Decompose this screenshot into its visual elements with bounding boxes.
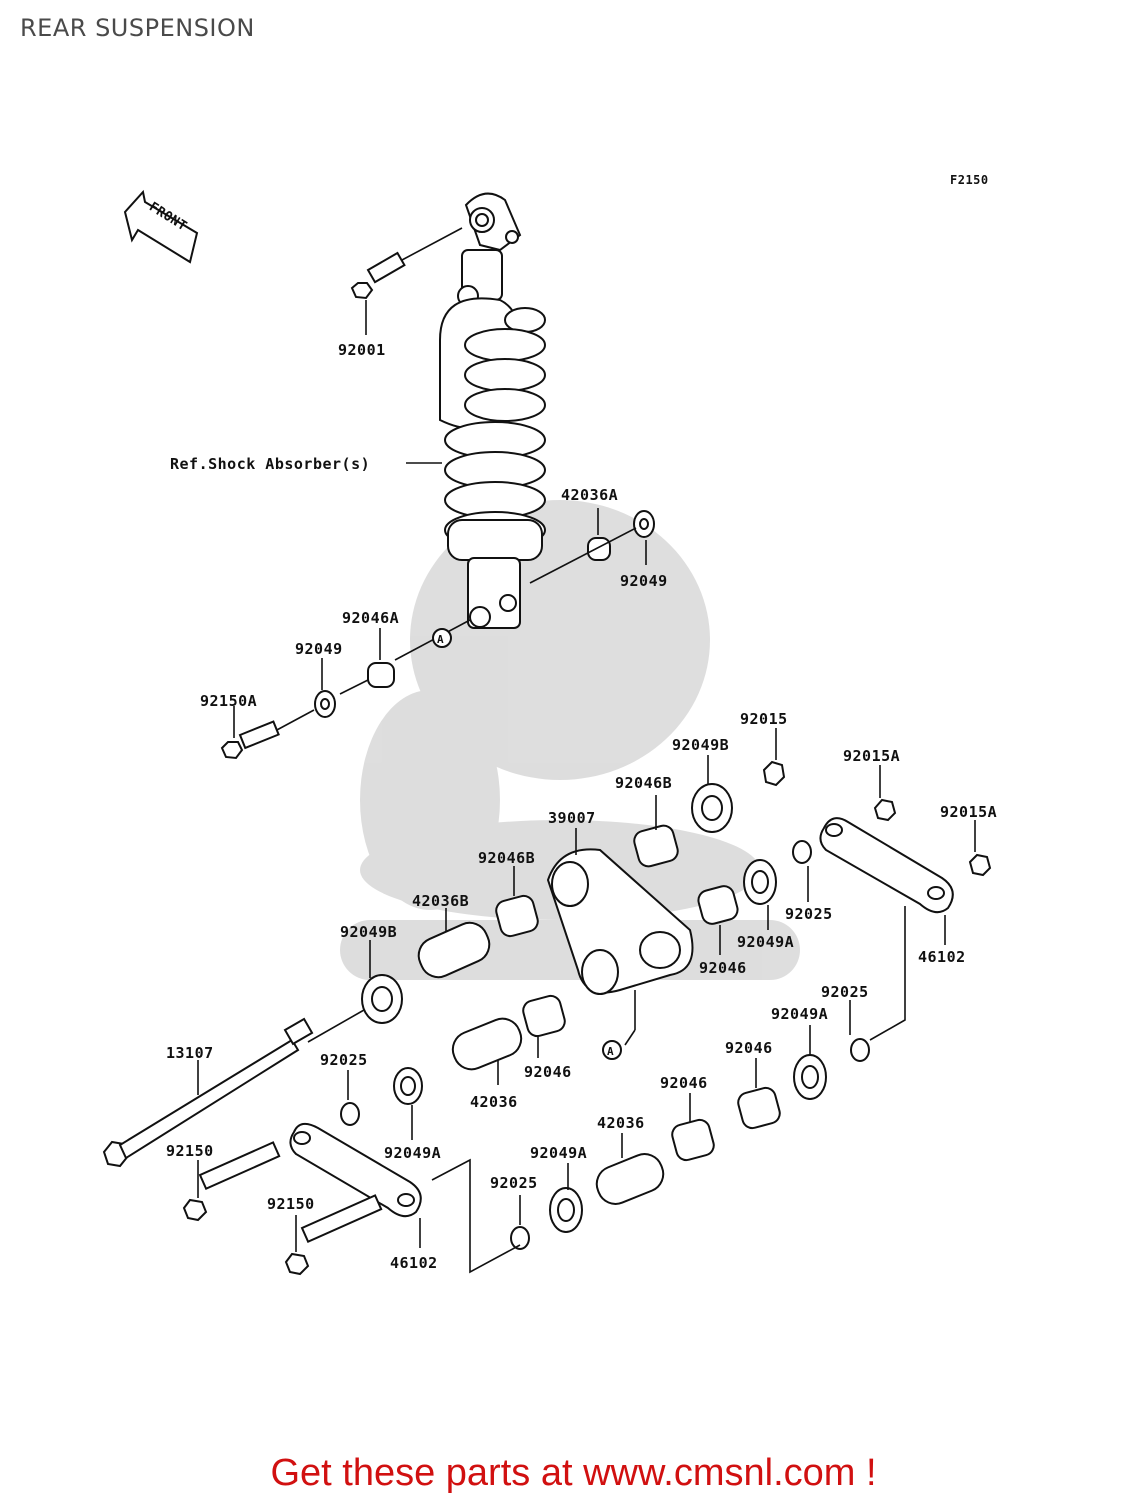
callout-46102-right: 46102 — [918, 948, 966, 966]
marker-a-2: A — [607, 1045, 614, 1058]
callout-92049A-a: 92049A — [737, 933, 794, 951]
callout-92025-c: 92025 — [320, 1051, 368, 1069]
callout-92049A-b: 92049A — [771, 1005, 828, 1023]
callout-92049-left: 92049 — [295, 640, 343, 658]
bearings-lower — [340, 994, 870, 1250]
callout-92049A-d: 92049A — [530, 1144, 587, 1162]
callout-92046B-1: 92046B — [615, 774, 672, 792]
callout-92046-b: 92046 — [725, 1039, 773, 1057]
callout-42036-a: 42036 — [470, 1093, 518, 1111]
callout-92049-top: 92049 — [620, 572, 668, 590]
shock-absorber — [439, 192, 546, 629]
bolt-92001 — [350, 227, 463, 335]
callout-92025-a: 92025 — [785, 905, 833, 923]
callout-ref-shock: Ref.Shock Absorber(s) — [170, 455, 370, 473]
callout-46102-bottom: 46102 — [390, 1254, 438, 1272]
callout-92049A-c: 92049A — [384, 1144, 441, 1162]
rocker-arm-39007 — [546, 828, 694, 1060]
callout-92015A-2: 92015A — [940, 803, 997, 821]
page-title: REAR SUSPENSION — [20, 14, 255, 42]
callout-92046-c: 92046 — [524, 1063, 572, 1081]
callout-42036A: 42036A — [561, 486, 618, 504]
callout-92049B-left: 92049B — [340, 923, 397, 941]
promo-banner[interactable]: Get these parts at www.cmsnl.com ! — [270, 1452, 877, 1494]
callout-92025-d: 92025 — [490, 1174, 538, 1192]
callout-92046-a: 92046 — [699, 959, 747, 977]
figure-code: F2150 — [950, 173, 989, 187]
callout-92001: 92001 — [338, 341, 386, 359]
callout-92015A-1: 92015A — [843, 747, 900, 765]
callout-92046A: 92046A — [342, 609, 399, 627]
callout-92015: 92015 — [740, 710, 788, 728]
callout-42036B: 42036B — [412, 892, 469, 910]
callout-92150A: 92150A — [200, 692, 257, 710]
left-mount-cluster — [220, 619, 471, 760]
callout-92150-b: 92150 — [267, 1195, 315, 1213]
callout-92046-d: 92046 — [660, 1074, 708, 1092]
callout-13107: 13107 — [166, 1044, 214, 1062]
callout-labels: 92001 Ref.Shock Absorber(s) 42036A 92049… — [166, 341, 997, 1272]
exploded-parts-diagram: F2150 FRONT — [102, 173, 997, 1276]
callout-39007: 39007 — [548, 809, 596, 827]
marker-a-1: A — [437, 633, 444, 646]
bearings-upper — [633, 728, 992, 877]
link-rod-46102-bottom — [182, 1122, 521, 1276]
axle-13107 — [102, 940, 403, 1168]
bearings-middle — [417, 859, 777, 979]
collar-42036A — [529, 508, 655, 584]
callout-92046B-2: 92046B — [478, 849, 535, 867]
callout-92025-b: 92025 — [821, 983, 869, 1001]
link-rod-46102-right — [792, 817, 954, 1041]
callout-92150-a: 92150 — [166, 1142, 214, 1160]
front-arrow-icon: FRONT — [123, 189, 199, 264]
callout-92049B-top: 92049B — [672, 736, 729, 754]
callout-42036-b: 42036 — [597, 1114, 645, 1132]
